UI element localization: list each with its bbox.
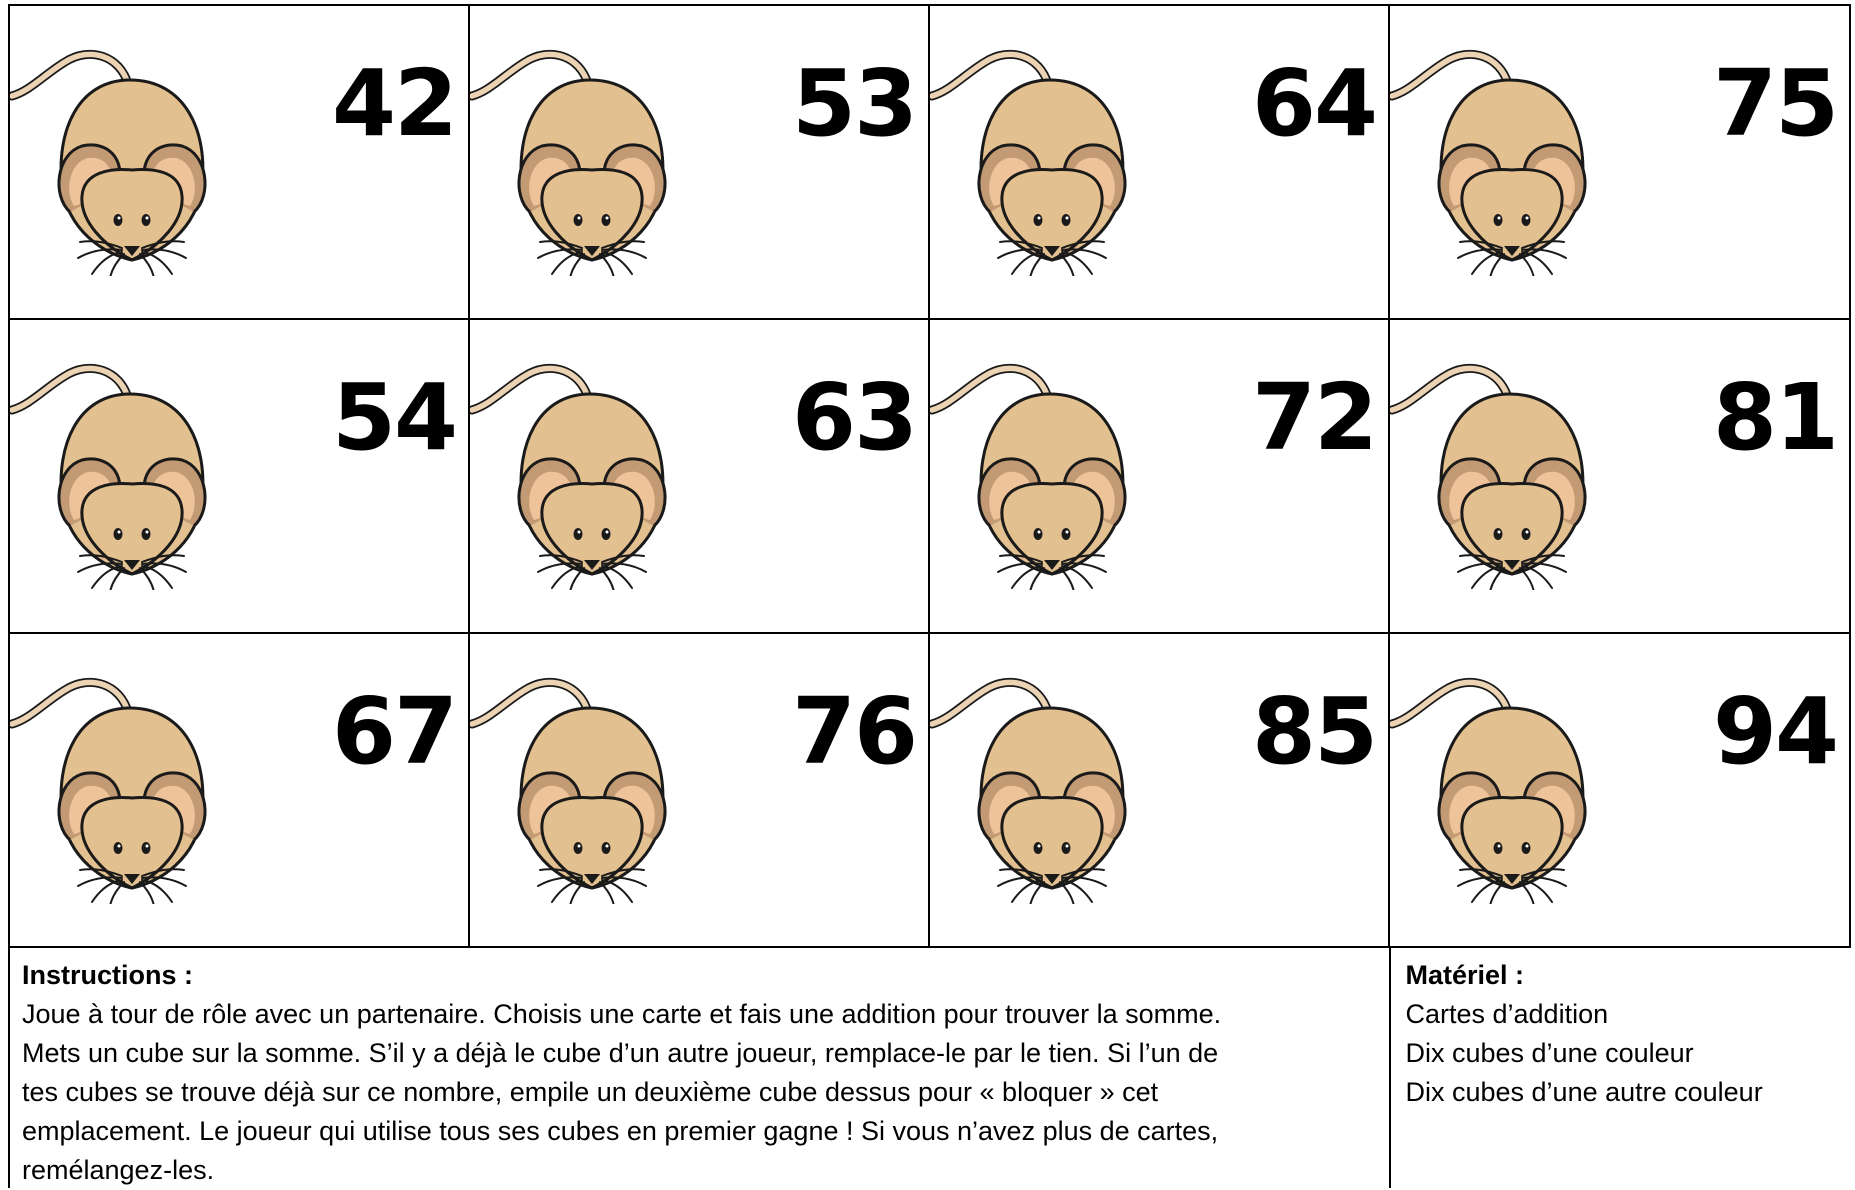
number-card[interactable]: 81 (1390, 320, 1851, 634)
materials-item: Dix cubes d’une autre couleur (1405, 1077, 1763, 1107)
card-number: 85 (1251, 678, 1378, 785)
instructions-line: remélangez-les. (22, 1155, 215, 1185)
materials-item: Cartes d’addition (1405, 999, 1609, 1029)
instructions-line: tes cubes se trouve déjà sur ce nombre, … (22, 1077, 1159, 1107)
card-number: 64 (1251, 50, 1378, 157)
mouse-icon (1390, 677, 1587, 904)
instructions-line: Mets un cube sur la somme. S’il y a déjà… (22, 1038, 1219, 1068)
card-row-1: 42 53 64 75 (10, 6, 1851, 320)
mouse-icon (10, 363, 207, 590)
number-card[interactable]: 53 (470, 6, 930, 320)
instructions-panel: Instructions : Joue à tour de rôle avec … (10, 948, 1392, 1188)
instructions-line: emplacement. Le joueur qui utilise tous … (22, 1116, 1219, 1146)
mouse-icon (10, 49, 207, 276)
card-row-3: 67 76 85 94 (10, 634, 1851, 948)
number-card[interactable]: 76 (470, 634, 930, 948)
mouse-icon (470, 49, 667, 276)
card-number: 76 (791, 678, 918, 785)
number-card[interactable]: 94 (1390, 634, 1851, 948)
card-number: 75 (1712, 50, 1839, 157)
mouse-icon (1390, 363, 1587, 590)
number-card[interactable]: 54 (10, 320, 470, 634)
materials-panel: Matériel : Cartes d’addition Dix cubes d… (1391, 948, 1851, 1188)
game-board: 42 53 64 75 54 63 72 81 (8, 4, 1851, 1188)
card-number: 63 (791, 364, 918, 471)
card-number: 72 (1251, 364, 1378, 471)
number-card[interactable]: 42 (10, 6, 470, 320)
instructions-heading: Instructions : (22, 960, 194, 990)
materials-item: Dix cubes d’une couleur (1405, 1038, 1694, 1068)
card-number: 53 (791, 50, 918, 157)
card-number: 94 (1712, 678, 1839, 785)
mouse-icon (470, 677, 667, 904)
mouse-icon (930, 363, 1127, 590)
mouse-icon (1390, 49, 1587, 276)
mouse-icon (470, 363, 667, 590)
mouse-icon (930, 49, 1127, 276)
number-card[interactable]: 75 (1390, 6, 1851, 320)
number-card[interactable]: 85 (930, 634, 1390, 948)
number-card[interactable]: 63 (470, 320, 930, 634)
mouse-icon (10, 677, 207, 904)
card-number: 54 (331, 364, 458, 471)
number-card[interactable]: 67 (10, 634, 470, 948)
instructions-line: Joue à tour de rôle avec un partenaire. … (22, 999, 1222, 1029)
info-section: Instructions : Joue à tour de rôle avec … (10, 948, 1851, 1188)
card-row-2: 54 63 72 81 (10, 320, 1851, 634)
card-number: 81 (1712, 364, 1839, 471)
materials-heading: Matériel : (1405, 960, 1525, 990)
number-card[interactable]: 72 (930, 320, 1390, 634)
card-number: 67 (331, 678, 458, 785)
mouse-icon (930, 677, 1127, 904)
card-number: 42 (331, 50, 458, 157)
number-card[interactable]: 64 (930, 6, 1390, 320)
